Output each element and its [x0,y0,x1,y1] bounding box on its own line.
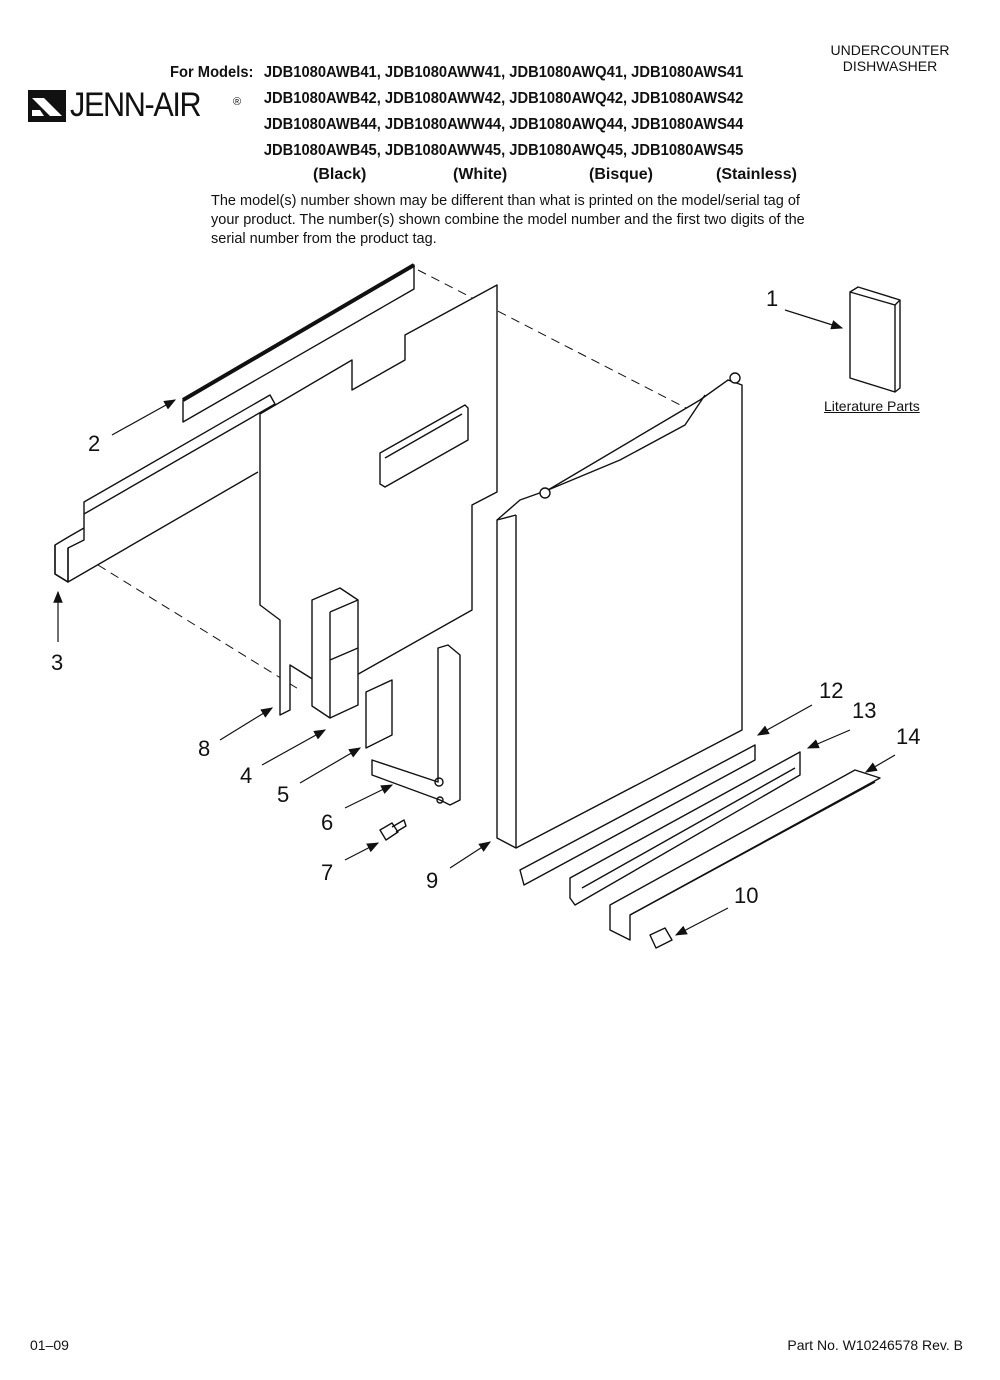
color-stainless: (Stainless) [716,166,797,183]
callout-14: 14 [896,724,921,749]
registered-mark: ® [233,96,242,108]
part-1-literature [849,286,901,393]
model-row: JDB1080AWB42, JDB1080AWW42, JDB1080AWQ42… [263,90,744,107]
callout-12: 12 [819,678,844,703]
brand-emblem-icon [28,90,66,122]
model-list: For Models: JDB1080AWB41, JDB1080AWW41, J… [170,60,743,164]
callout-10: 10 [734,883,759,908]
part-3-side-rail [54,394,276,583]
product-type: UNDERCOUNTER DISHWASHER [800,42,980,74]
model-row: JDB1080AWB45, JDB1080AWW45, JDB1080AWQ45… [263,142,744,159]
part-6-hinge-bracket [371,644,461,806]
part-14-kickplate [609,769,881,941]
part-10-screw [649,927,673,949]
models-label: For Models: [170,64,254,81]
footer-date: 01–09 [30,1337,69,1353]
brand-wordmark: JENN-AIR [70,86,202,124]
callout-2: 2 [88,431,101,456]
callout-9: 9 [426,868,439,893]
leader-arrows [53,309,896,936]
literature-parts-label: Literature Parts [824,398,920,414]
part-12-channel [519,744,801,906]
callout-5: 5 [277,782,290,807]
callout-3: 3 [51,650,64,675]
product-type-line2: DISHWASHER [842,58,938,74]
alignment-lines [97,269,691,691]
model-row: JDB1080AWB44, JDB1080AWW44, JDB1080AWQ44… [263,116,744,133]
brand-logo: JENN-AIR ® [28,86,243,128]
color-black: (Black) [313,166,367,183]
footer-part-number: Part No. W10246578 Rev. B [787,1337,963,1353]
color-bisque: (Bisque) [589,166,653,183]
callout-1: 1 [766,286,779,311]
callout-13: 13 [852,698,877,723]
model-number-note: The model(s) number shown may be differe… [211,193,805,247]
part-7-screw [379,819,407,841]
part-2-strip [181,263,416,423]
part-5-pad [365,679,393,749]
callout-4: 4 [240,763,253,788]
product-type-line1: UNDERCOUNTER [830,42,950,58]
callout-8: 8 [198,736,211,761]
part-4-bracket [311,587,359,719]
color-white: (White) [453,166,508,183]
callout-7: 7 [321,860,334,885]
part-9-outer-door [496,372,743,849]
callout-6: 6 [321,810,334,835]
model-row: JDB1080AWB41, JDB1080AWW41, JDB1080AWQ41… [263,64,744,81]
